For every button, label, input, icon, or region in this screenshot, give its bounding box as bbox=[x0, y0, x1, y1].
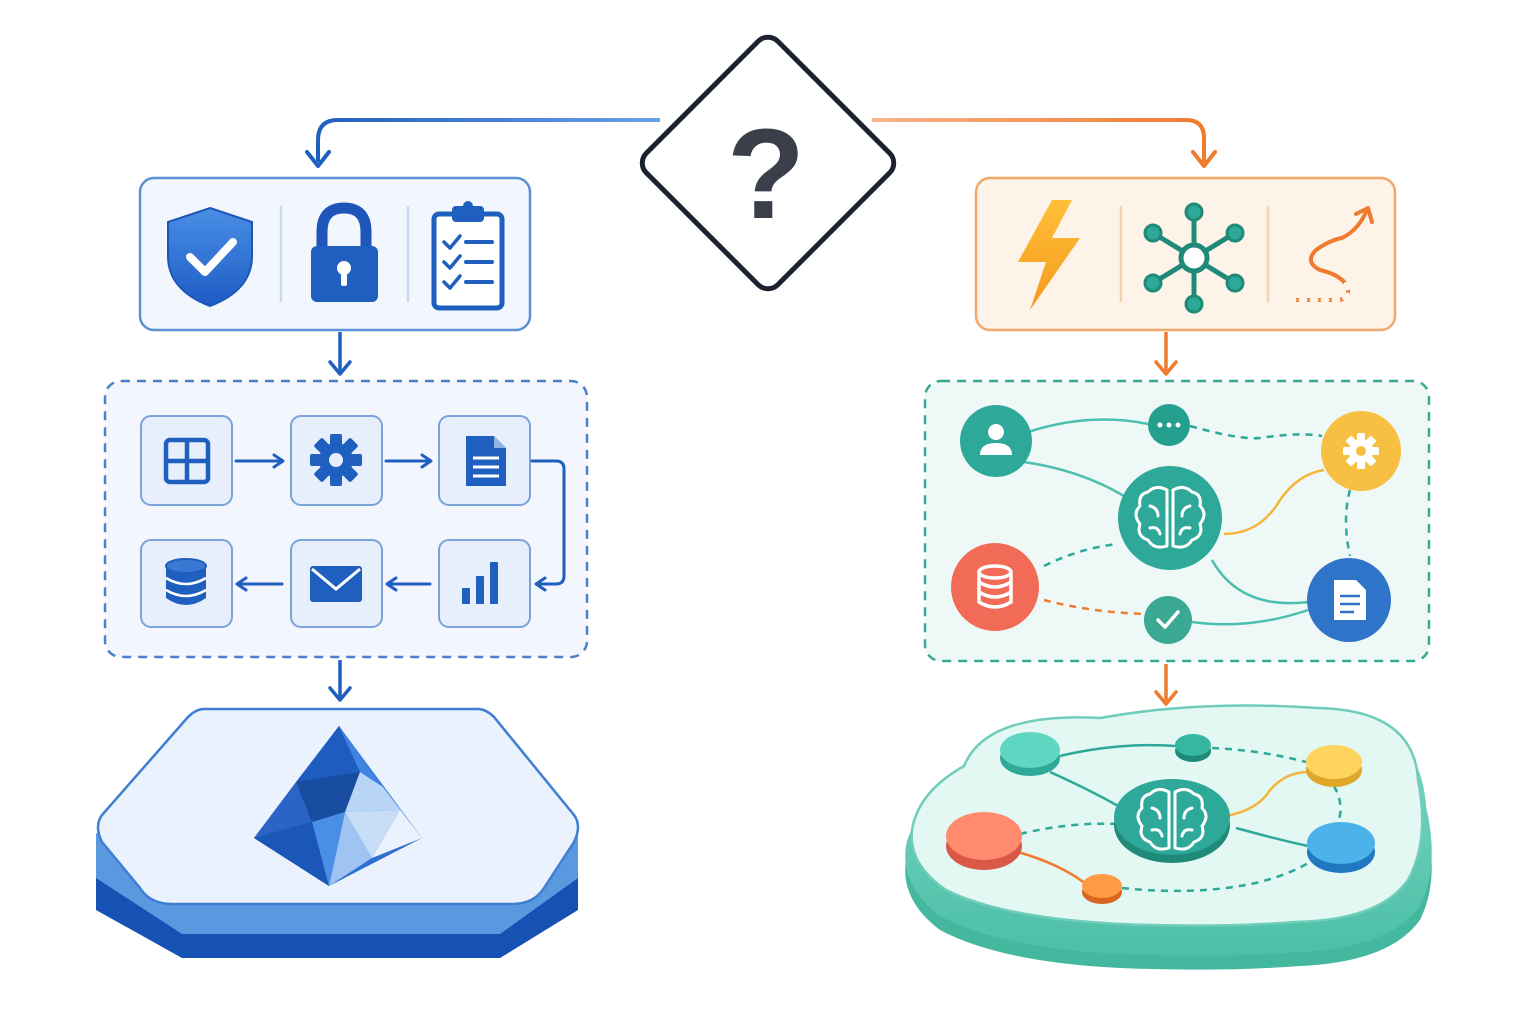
checkmark-icon bbox=[1156, 610, 1180, 629]
decision-node: ? bbox=[639, 34, 897, 292]
platform-node-yellow bbox=[1306, 745, 1362, 787]
envelope-icon bbox=[310, 566, 362, 602]
lightning-bolt-icon bbox=[1018, 200, 1080, 310]
database-tile bbox=[140, 539, 233, 628]
checklist-clipboard-icon bbox=[431, 201, 505, 311]
database-icon bbox=[165, 558, 207, 605]
right-connector-arrow-2 bbox=[1154, 664, 1178, 706]
left-branch-arrow bbox=[316, 118, 660, 162]
right-branch-arrowhead bbox=[1191, 150, 1217, 168]
bar-chart-icon bbox=[462, 562, 498, 604]
workflow-arrows bbox=[234, 453, 566, 592]
document-icon bbox=[1334, 580, 1366, 620]
chat-ellipsis-icon bbox=[1157, 422, 1181, 428]
platform-node-red bbox=[946, 812, 1022, 870]
left-branch-arrowhead bbox=[305, 150, 331, 168]
grid-table-tile bbox=[140, 415, 233, 506]
database-icon bbox=[977, 564, 1013, 609]
gear-icon bbox=[310, 434, 362, 486]
padlock-icon bbox=[311, 202, 378, 302]
gear-node bbox=[1321, 411, 1401, 491]
platform-links bbox=[1017, 743, 1342, 893]
check-node bbox=[1144, 596, 1192, 644]
left-connector-arrow-1 bbox=[328, 332, 352, 376]
right-platform bbox=[905, 704, 1432, 970]
platform-node-blue bbox=[1307, 822, 1375, 873]
left-controls-panel bbox=[138, 176, 532, 332]
winding-path-arrow-icon bbox=[1287, 206, 1374, 303]
user-icon bbox=[980, 424, 1012, 455]
document-icon bbox=[466, 436, 506, 486]
gear-tile bbox=[290, 415, 383, 506]
document-tile bbox=[438, 415, 531, 506]
platform-node-teal-large bbox=[1000, 732, 1060, 776]
right-branch-arrow bbox=[872, 118, 1206, 162]
database-node bbox=[951, 543, 1039, 631]
envelope-tile bbox=[290, 539, 383, 628]
left-connector-arrow-2 bbox=[328, 660, 352, 702]
chat-node bbox=[1148, 404, 1190, 446]
bar-chart-tile bbox=[438, 539, 531, 628]
decision-question-mark: ? bbox=[727, 103, 805, 246]
left-workflow-panel bbox=[103, 379, 589, 659]
user-node bbox=[960, 405, 1032, 477]
shield-check-icon bbox=[167, 206, 253, 308]
network-hub-icon bbox=[1143, 202, 1245, 314]
gear-icon bbox=[1343, 433, 1379, 469]
right-network-panel bbox=[923, 379, 1431, 663]
right-connector-arrow-1 bbox=[1154, 332, 1178, 376]
pyramid-icon bbox=[254, 726, 422, 886]
platform-node-orange bbox=[1082, 874, 1122, 904]
platform-node-teal-small bbox=[1175, 734, 1211, 762]
brain-node bbox=[1118, 466, 1222, 570]
left-platform bbox=[96, 707, 580, 958]
network-links bbox=[1023, 418, 1352, 626]
platform-brain-node bbox=[1114, 779, 1230, 863]
brain-icon bbox=[1136, 787, 1208, 851]
right-capabilities-panel bbox=[974, 176, 1397, 332]
brain-icon bbox=[1134, 485, 1206, 549]
document-node bbox=[1307, 558, 1391, 642]
